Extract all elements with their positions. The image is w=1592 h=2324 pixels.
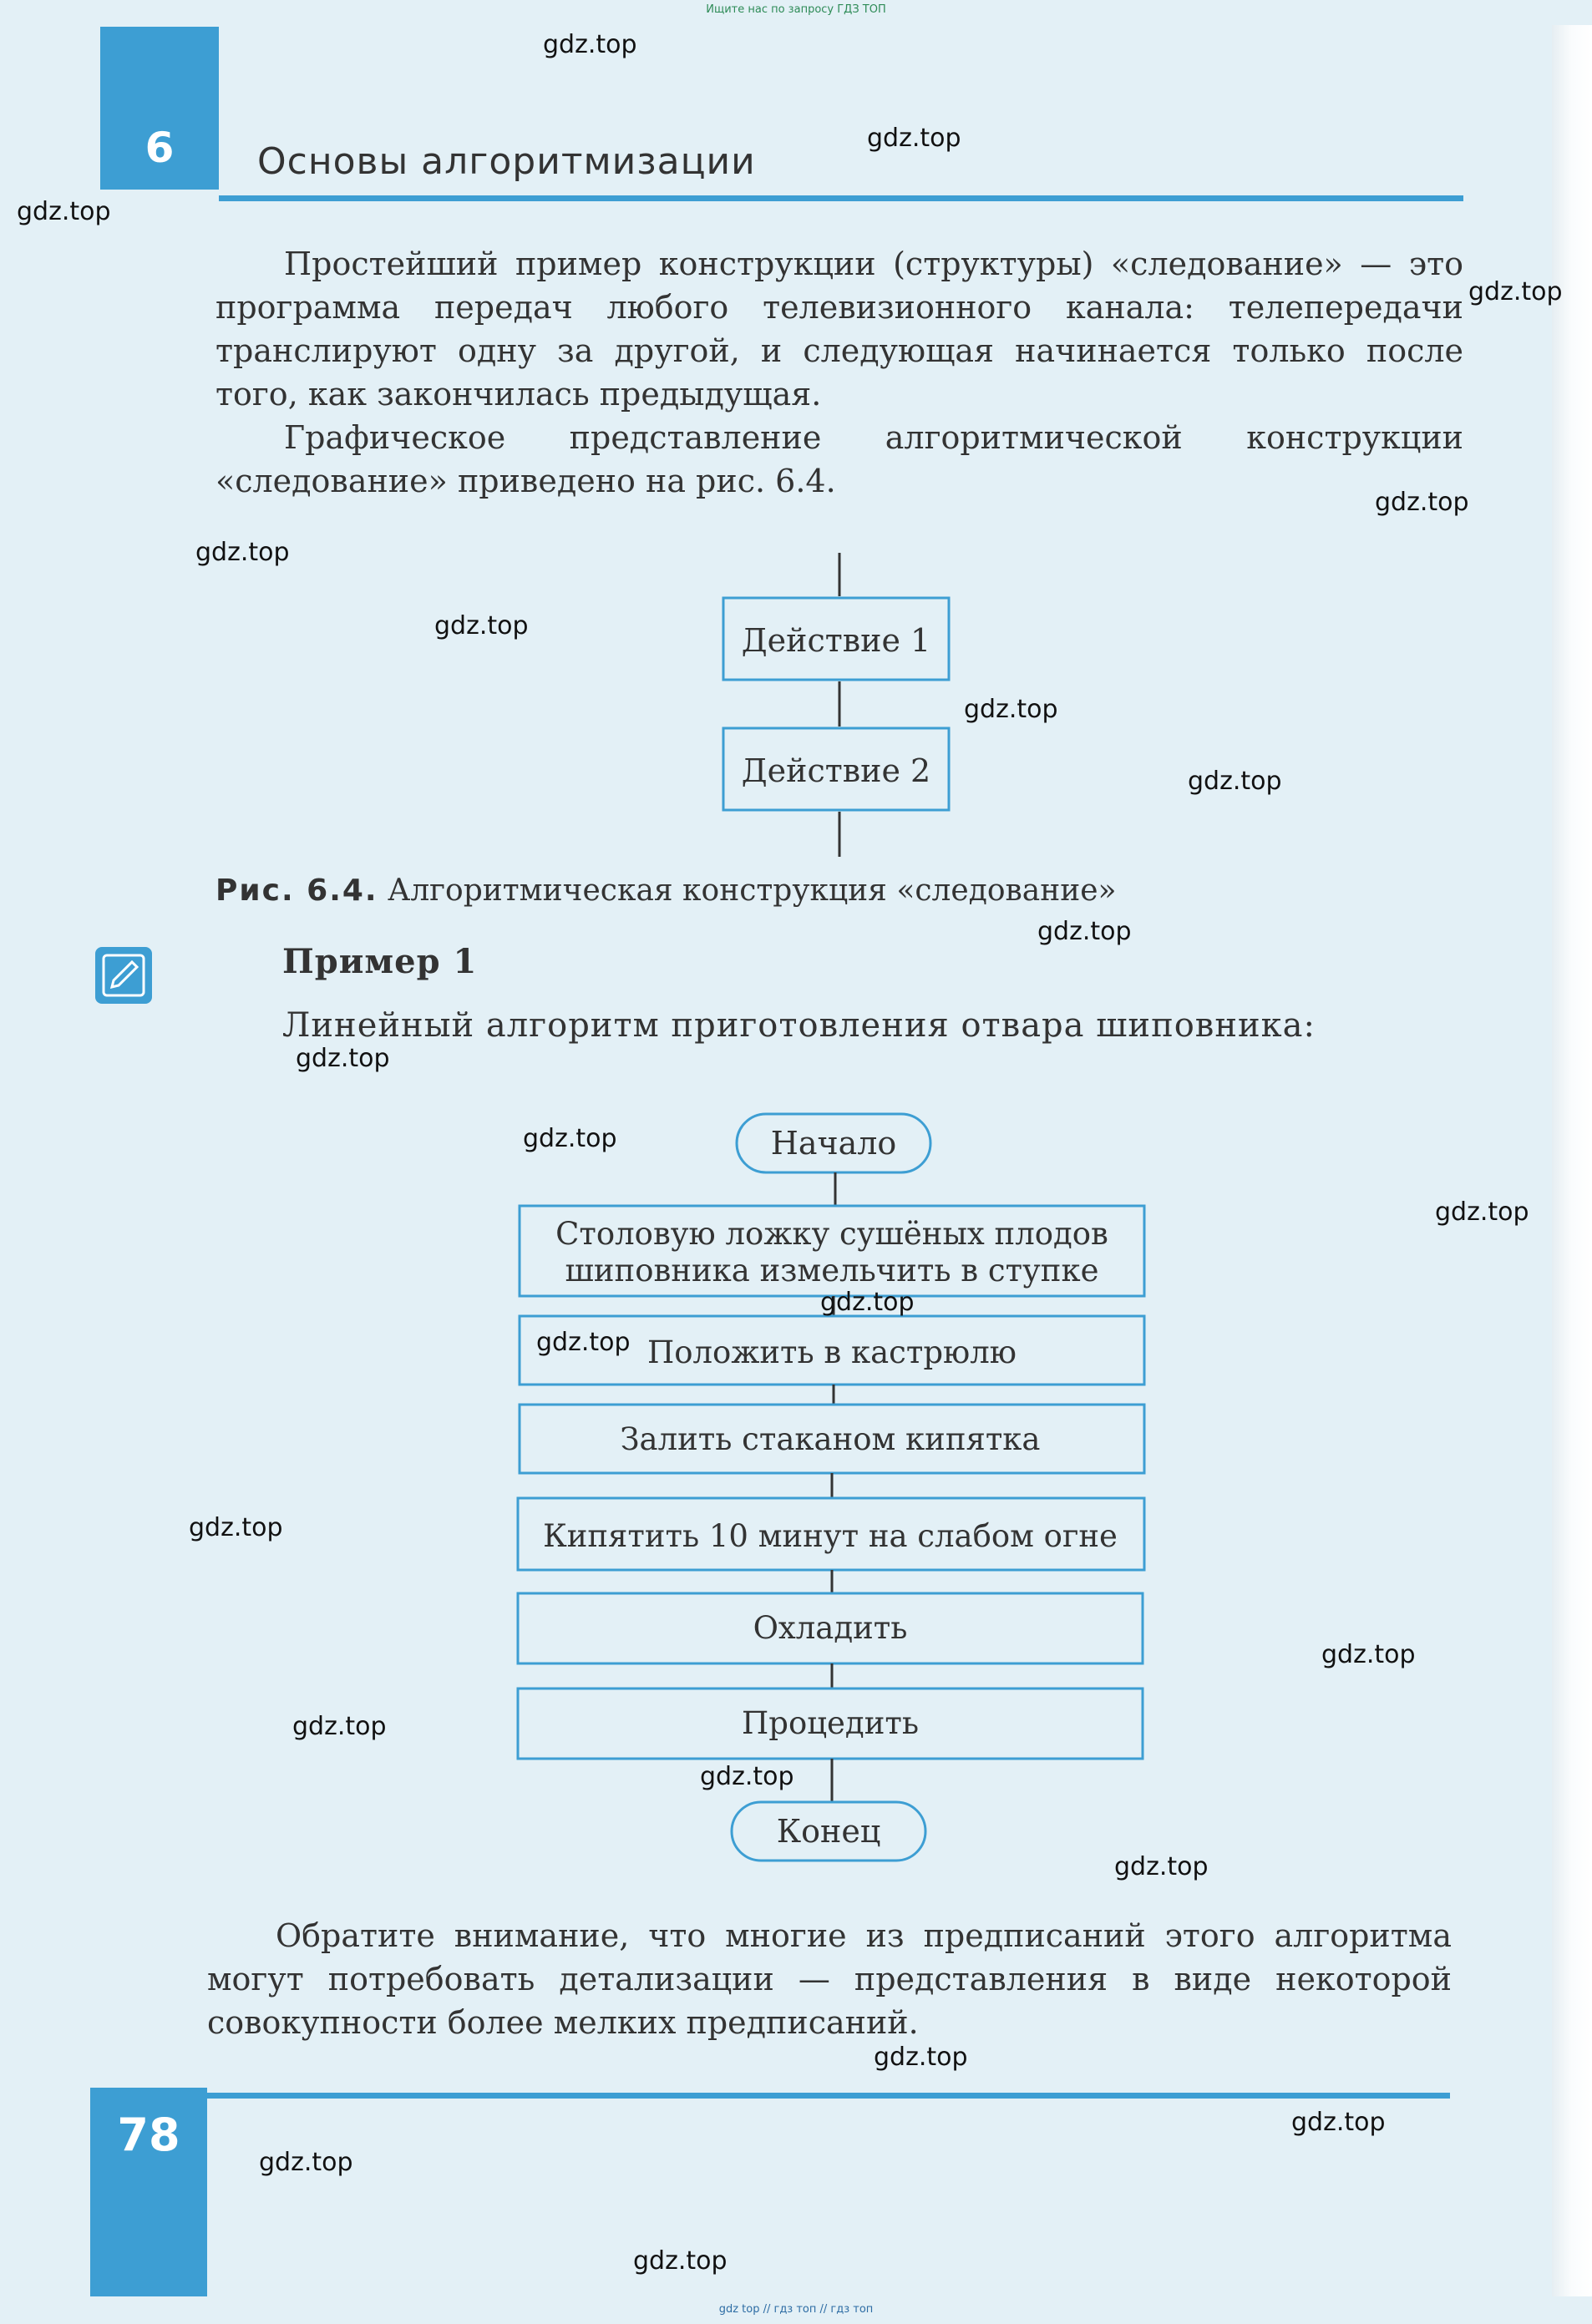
watermark: gdz.top (292, 1712, 387, 1741)
page-number: 78 (117, 2109, 180, 2161)
pencil-icon (95, 947, 152, 1004)
closing-text: Обратите внимание, что многие из предпис… (207, 1914, 1452, 2044)
watermark: gdz.top (1037, 917, 1132, 946)
watermark: gdz.top (867, 124, 961, 153)
watermark: gdz.top (536, 1328, 631, 1357)
watermark: gdz.top (17, 197, 111, 226)
watermark: gdz.top (700, 1762, 794, 1791)
caption-label: Рис. 6.4. (215, 873, 378, 908)
action-2-label: Действие 2 (742, 752, 930, 789)
watermark: gdz.top (189, 1513, 283, 1542)
action-1-box (722, 596, 951, 681)
step-1-box (518, 1204, 1146, 1298)
example-intro: Линейный алгоритм приготовления отвара ш… (282, 1006, 1316, 1045)
action-2-box (722, 727, 951, 812)
paragraph-1: Простейший пример конструкции (структуры… (215, 246, 1463, 413)
watermark: gdz.top (820, 1288, 915, 1317)
watermark: gdz.top (434, 611, 529, 640)
chapter-number: 6 (144, 124, 175, 172)
intro-text: Простейший пример конструкции (структуры… (215, 242, 1463, 503)
step-2-label: Положить в кастрюлю (647, 1334, 1017, 1370)
header-rule (219, 195, 1463, 201)
watermark: gdz.top (523, 1124, 617, 1153)
watermark: gdz.top (964, 695, 1058, 724)
footer-rule (207, 2093, 1450, 2099)
watermark: gdz.top (296, 1044, 390, 1073)
end-label: Конец (777, 1813, 881, 1850)
watermark: gdz.top (1435, 1197, 1529, 1227)
watermark: gdz.top (259, 2148, 353, 2177)
watermark: gdz.top (633, 2246, 728, 2276)
start-terminal (735, 1112, 932, 1174)
end-terminal (730, 1800, 927, 1862)
step-4-label: Кипятить 10 минут на слабом огне (543, 1518, 1118, 1554)
step-1-line-1: Столовую ложку сушёных плодов (555, 1216, 1108, 1252)
pencil-glyph (102, 954, 145, 997)
step-3-label: Залить стаканом кипятка (620, 1421, 1040, 1457)
example-title: Пример 1 (282, 942, 478, 981)
chapter-title: Основы алгоритмизации (257, 140, 756, 183)
step-5-label: Охладить (753, 1610, 908, 1646)
watermark: gdz.top (1468, 277, 1563, 306)
watermark: gdz.top (1321, 1640, 1416, 1669)
page-gutter (1552, 25, 1592, 2296)
bottom-note: gdz top // гдз топ // гдз топ (718, 2303, 874, 2316)
caption-text: Алгоритмическая конструкция «следование» (378, 873, 1117, 908)
watermark: gdz.top (874, 2043, 968, 2072)
watermark: gdz.top (1291, 2108, 1386, 2137)
action-1-label: Действие 1 (742, 622, 930, 659)
watermark: gdz.top (1188, 767, 1282, 796)
top-note: Ищите нас по запросу ГДЗ ТОП (706, 3, 886, 16)
step-6-box (516, 1687, 1144, 1760)
paragraph-2: Графическое представление алгоритмическо… (215, 419, 1463, 499)
step-1-line-2: шиповника измельчить в ступке (565, 1253, 1099, 1289)
page-number-tab (90, 2088, 207, 2296)
start-label: Начало (771, 1125, 897, 1162)
watermark: gdz.top (195, 538, 290, 567)
figure-caption: Рис. 6.4. Алгоритмическая конструкция «с… (215, 873, 1117, 908)
chapter-tab (100, 27, 219, 190)
paragraph-3: Обратите внимание, что многие из предпис… (207, 1917, 1452, 2041)
step-5-box (516, 1592, 1144, 1665)
watermark: gdz.top (543, 30, 637, 59)
step-2-box (518, 1314, 1146, 1386)
watermark: gdz.top (1375, 488, 1469, 517)
step-6-label: Процедить (742, 1705, 919, 1741)
watermark: gdz.top (1114, 1852, 1209, 1881)
